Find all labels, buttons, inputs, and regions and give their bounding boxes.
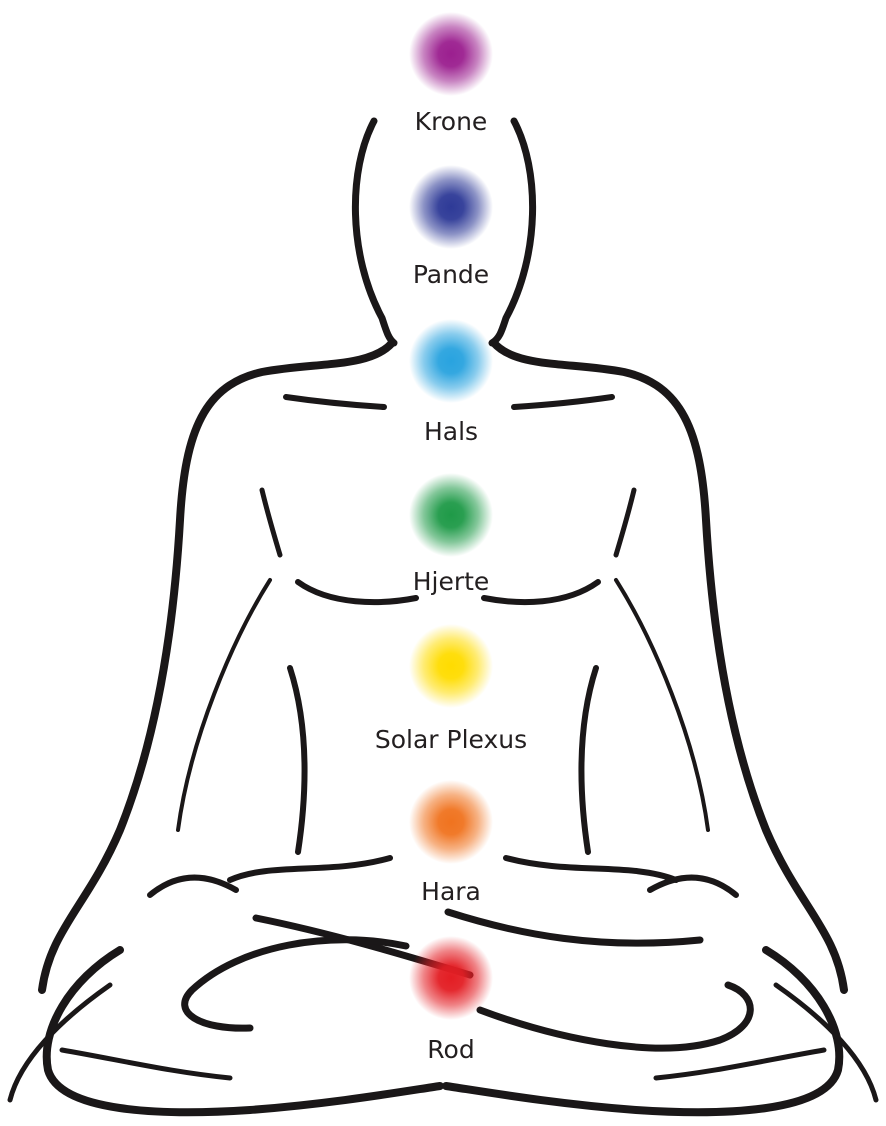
chakra-solar-plexus: Solar Plexus xyxy=(375,624,527,754)
left-torso-side xyxy=(290,668,305,852)
left-chest-line xyxy=(262,490,280,555)
crossed-leg-lower-right xyxy=(448,912,700,943)
chakra-hara-dot xyxy=(409,780,493,864)
left-foot xyxy=(62,1050,230,1078)
chakra-hara-label: Hara xyxy=(421,877,481,906)
left-waist xyxy=(230,858,390,880)
chakra-solar-plexus-label: Solar Plexus xyxy=(375,725,527,754)
left-hand xyxy=(150,878,236,896)
chakra-list: Krone Pande Hals Hjerte Solar Plexus Har… xyxy=(375,12,527,1064)
left-pectoral xyxy=(298,582,416,602)
chakra-hals: Hals xyxy=(409,319,493,446)
right-shoulder-arm xyxy=(494,343,844,990)
right-torso-side xyxy=(581,668,596,852)
head-right-outline xyxy=(492,121,533,343)
chakra-pande: Pande xyxy=(409,165,493,289)
chakra-rod-dot xyxy=(409,936,493,1020)
chakra-solar-plexus-dot xyxy=(409,624,493,708)
right-lap-loop xyxy=(480,985,750,1048)
right-collarbone xyxy=(514,397,612,407)
right-waist xyxy=(506,858,676,880)
chakra-hals-label: Hals xyxy=(424,417,478,446)
head-left-outline xyxy=(355,121,394,343)
chakra-rod: Rod xyxy=(409,936,493,1064)
chakra-hara: Hara xyxy=(409,780,493,906)
chakra-hjerte-dot xyxy=(409,473,493,557)
right-foot xyxy=(656,1050,824,1078)
right-inner-arm xyxy=(616,580,708,830)
left-shoulder-arm xyxy=(42,343,392,990)
left-collarbone xyxy=(286,397,384,407)
chakra-hjerte: Hjerte xyxy=(409,473,493,596)
chakra-krone-dot xyxy=(409,12,493,96)
left-inner-arm xyxy=(178,580,270,830)
chakra-hals-dot xyxy=(409,319,493,403)
right-knee-outline xyxy=(446,950,839,1112)
chakra-krone: Krone xyxy=(409,12,493,136)
chakra-pande-label: Pande xyxy=(413,260,489,289)
chakra-rod-label: Rod xyxy=(427,1035,474,1064)
left-lap-loop xyxy=(185,940,406,1028)
chakra-hjerte-label: Hjerte xyxy=(413,567,490,596)
chakra-pande-dot xyxy=(409,165,493,249)
right-pectoral xyxy=(484,582,598,602)
right-hand xyxy=(650,878,736,896)
chakra-krone-label: Krone xyxy=(415,107,488,136)
right-chest-line xyxy=(616,490,634,555)
